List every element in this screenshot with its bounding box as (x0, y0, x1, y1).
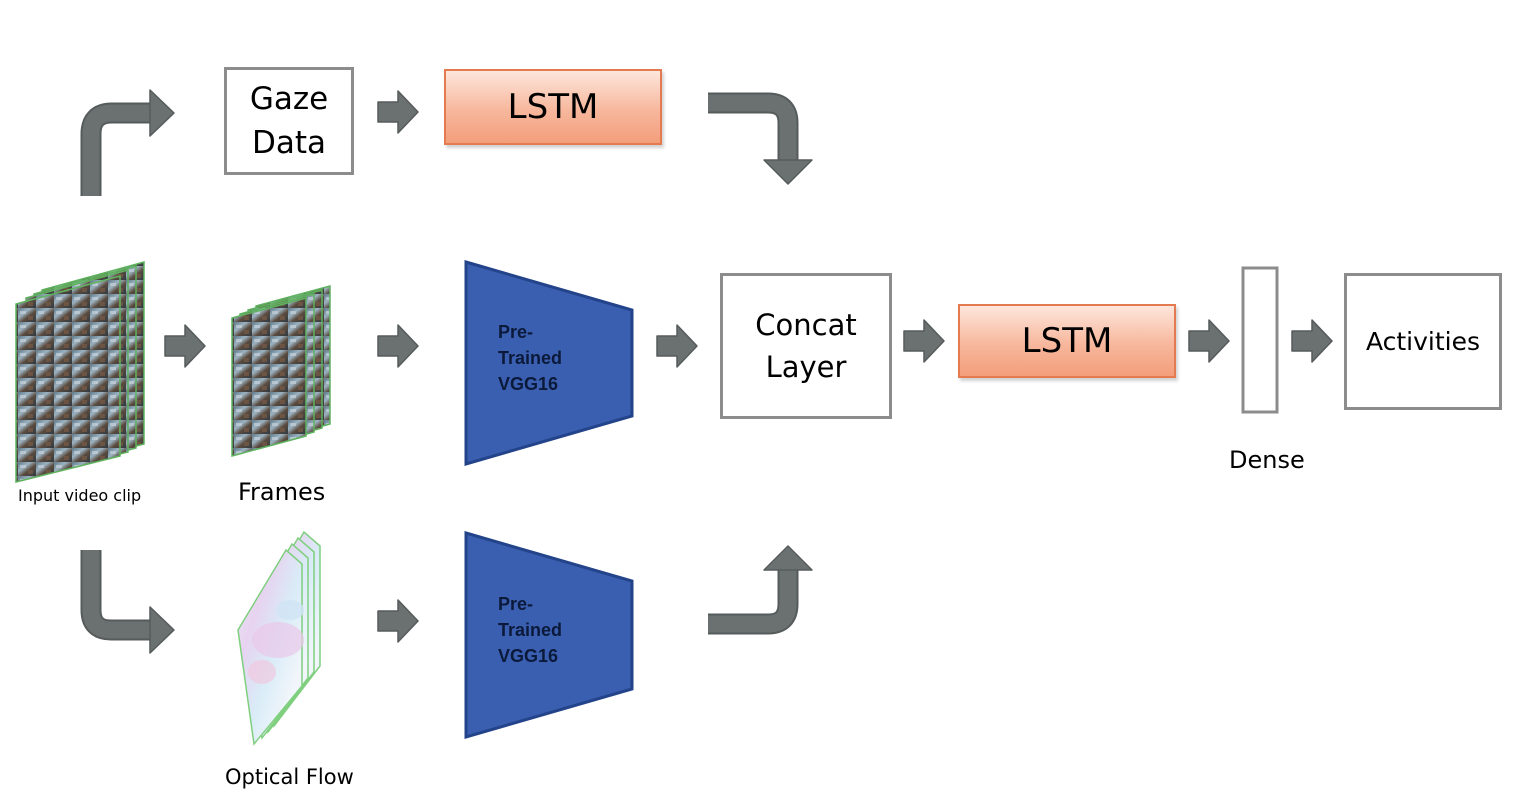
concat-line2: Layer (765, 350, 847, 384)
gaze-data-line1: Gaze (249, 81, 329, 117)
input-video-clip-label: Input video clip (18, 486, 142, 505)
vgg-bottom-shape (464, 531, 634, 739)
vgg-top-label: Pre- Trained VGG16 (498, 319, 562, 397)
lstm-main-box: LSTM (958, 304, 1176, 378)
gaze-data-box: Gaze Data (224, 67, 354, 175)
activities-box: Activities (1344, 273, 1502, 410)
arrow-concat-to-lstm (903, 319, 945, 363)
activities-label: Activities (1365, 327, 1481, 356)
arrow-dense-to-activities (1291, 319, 1333, 363)
lstm-top-box: LSTM (444, 69, 662, 145)
gaze-data-line2: Data (251, 125, 327, 161)
optical-flow-label: Optical Flow (225, 765, 354, 789)
arrow-vgg-bottom-to-concat (708, 545, 813, 635)
lstm-top-label: LSTM (507, 87, 599, 127)
frames-label: Frames (238, 478, 326, 506)
dense-box (1241, 266, 1279, 414)
arrow-input-to-flow (80, 550, 175, 654)
dense-label: Dense (1229, 446, 1305, 474)
arrow-flow-to-vgg (377, 599, 419, 643)
arrow-vgg-to-concat (656, 324, 698, 368)
lstm-main-label: LSTM (1021, 321, 1113, 361)
arrow-gaze-to-lstm (377, 90, 419, 134)
vgg-top-shape (464, 260, 634, 466)
arrow-frames-to-vgg (377, 324, 419, 368)
arrow-lstm-to-concat-bend (708, 92, 813, 185)
vgg-top-line2: Trained (498, 348, 563, 368)
vgg-bottom-label: Pre- Trained VGG16 (498, 591, 562, 669)
vgg-bottom-line2: Trained (498, 620, 563, 640)
vgg-bottom-line1: Pre- (498, 594, 534, 614)
concat-layer-box: Concat Layer (720, 273, 892, 419)
vgg-bottom-line3: VGG16 (498, 646, 559, 666)
vgg-top-line1: Pre- (498, 322, 534, 342)
input-video-clip-stack (15, 261, 145, 483)
frames-stack (231, 285, 331, 457)
concat-line1: Concat (755, 308, 857, 342)
vgg-top-line3: VGG16 (498, 374, 559, 394)
optical-flow-stack (237, 530, 321, 746)
arrow-input-to-gaze (80, 89, 175, 196)
arrow-clip-to-frames (164, 324, 206, 368)
arrow-lstm-to-dense (1188, 319, 1230, 363)
